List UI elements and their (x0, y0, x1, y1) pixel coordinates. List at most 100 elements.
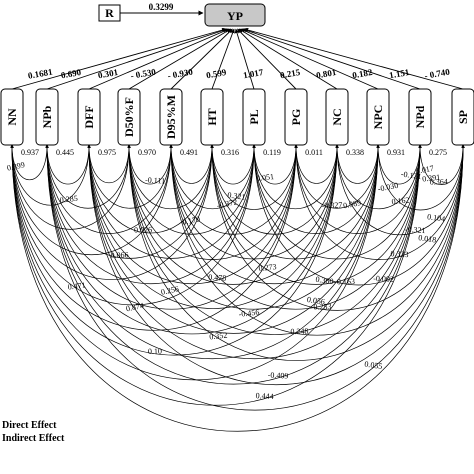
indirect-arc-52 (252, 144, 339, 210)
indirect-arc-14 (45, 144, 214, 259)
variable-label: NPb (40, 105, 54, 128)
indirect-coef-4: 0.321 (227, 190, 246, 201)
indirect-coef-32: 0.364 (430, 177, 448, 186)
indirect-coef-16: 0.273 (258, 262, 277, 273)
indirect-arc-22 (87, 144, 173, 209)
indirect-arc-31 (127, 144, 214, 210)
indirect-coef-9: -0.121 (400, 169, 422, 181)
indirect-arc-18 (45, 144, 380, 359)
indirect-arc-54 (252, 144, 422, 260)
target-label: YP (227, 9, 243, 23)
variable-node-pl: PL 0.119 (242, 88, 281, 157)
variable-side-value: 0.119 (263, 148, 281, 157)
direct-coef-4: - 0.930 (167, 66, 194, 80)
indirect-coef-28: -0.002 (373, 274, 394, 284)
indirect-arc-63 (376, 144, 422, 185)
indirect-arc-47 (210, 144, 339, 235)
direct-coef-11: - 0.740 (424, 66, 451, 80)
indirect-coef-27: 0.253 (313, 302, 331, 311)
direct-arrow-5 (211, 28, 235, 90)
indirect-arc-65 (418, 144, 465, 185)
indirect-coef-29: 0.018 (418, 233, 437, 244)
variable-node-nc: NC0.338 (325, 88, 364, 157)
direct-arrow-6 (234, 28, 255, 90)
indirect-coef-21: 0.391 (422, 173, 441, 184)
indirect-arc-56 (294, 144, 339, 184)
indirect-coef-7: -0.327 (322, 201, 343, 211)
variable-box (159, 88, 183, 146)
variable-label: PL (247, 109, 261, 124)
indirect-coef-5: -0.372 (216, 197, 238, 210)
indirect-arc-45 (210, 144, 256, 185)
direct-coef-1: 0.690 (60, 67, 82, 80)
indirect-coef-35: 0.874 (125, 301, 144, 313)
indirect-coef-18: 0.323 (390, 249, 408, 259)
indirect-arc-39 (169, 144, 256, 210)
variable-box (325, 88, 349, 146)
indirect-coef-0: 0.399 (6, 160, 25, 172)
indirect-arc-20 (45, 144, 465, 411)
indirect-arc-46 (210, 144, 298, 210)
indirect-arc-34 (127, 144, 339, 285)
indirect-arc-11 (45, 144, 91, 185)
variable-box (284, 88, 308, 146)
indirect-arc-44 (169, 144, 465, 336)
variable-box (451, 88, 474, 146)
direct-coef-6: 1.017 (242, 67, 264, 80)
variable-label: NPC (371, 105, 385, 130)
variable-node-d95m: D95%M0.491 (159, 88, 198, 157)
indirect-coef-22: 0.10 (148, 347, 162, 356)
indirect-coef-24: 0.056 (306, 295, 325, 306)
direct-coef-9: 0.182 (351, 67, 373, 80)
variable-side-value: 0.931 (387, 148, 405, 157)
variable-box (0, 88, 24, 146)
variable-box (77, 88, 101, 146)
indirect-arc-57 (294, 144, 380, 209)
indirect-coef-25: 0.256 (160, 284, 179, 296)
variable-label: PG (289, 109, 303, 126)
indirect-coef-12: 0.066 (110, 250, 128, 259)
direct-arrow-4 (170, 28, 233, 90)
variable-side-value: 0.275 (429, 148, 447, 157)
legend-direct: Direct Effect (2, 420, 57, 431)
direct-coef-5: 0.599 (205, 67, 227, 80)
direct-arrow-9 (240, 28, 379, 90)
indirect-coef-14: 0.360 (315, 275, 334, 286)
indirect-arc-64 (376, 144, 465, 211)
indirect-arc-12 (45, 144, 131, 209)
indirect-arc-1 (10, 144, 91, 206)
direct-coef-8: 0.801 (315, 67, 337, 80)
variable-side-value: 0.970 (138, 148, 156, 157)
variable-side-value: 0.338 (346, 148, 364, 157)
variable-side-value: 0.491 (180, 148, 198, 157)
indirect-arc-6 (10, 144, 298, 331)
indirect-arc-37 (127, 144, 465, 361)
indirect-coef-37: 0.248 (290, 327, 308, 336)
direct-arrow-10 (241, 28, 421, 90)
variable-node-npd: NPd 0.275 (408, 88, 447, 157)
indirect-coef-6: 0.051 (256, 172, 275, 183)
indirect-coef-19: 0.104 (427, 212, 446, 223)
indirect-arc-10 (10, 144, 465, 432)
indirect-arc-41 (169, 144, 339, 260)
indirect-arc-61 (335, 144, 422, 210)
variable-node-pg: PG0.011 (284, 88, 323, 157)
indirect-arc-38 (169, 144, 214, 184)
variable-nodes: NN0.937NPb0.445DFF0.975D50%F0.970D95%M0.… (0, 88, 474, 157)
indirect-arc-7 (10, 144, 339, 356)
variable-node-ht: HT0.316 (200, 88, 239, 157)
indirect-arc-9 (10, 144, 422, 406)
indirect-arc-30 (127, 144, 173, 185)
indirect-coef-30: 0.989 (342, 198, 361, 210)
variable-box (35, 88, 59, 146)
indirect-arc-27 (87, 144, 380, 334)
variable-box (117, 88, 141, 146)
legend-indirect: Indirect Effect (2, 433, 65, 444)
direct-arrow-1 (46, 28, 228, 90)
variable-box (408, 88, 432, 146)
variable-side-value: 0.975 (98, 148, 116, 157)
variable-label: NPd (413, 105, 427, 128)
